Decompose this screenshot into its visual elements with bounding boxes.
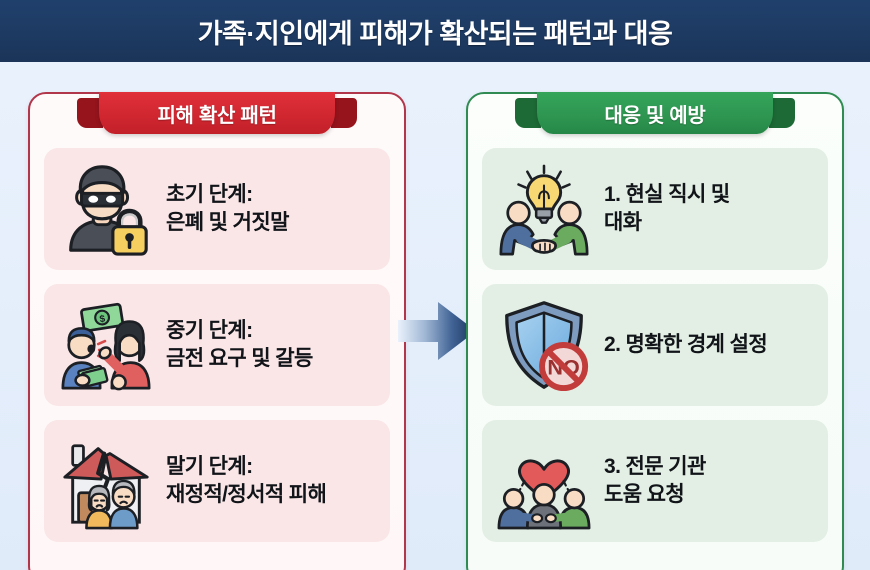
svg-text:$: $ — [99, 314, 107, 326]
left-card-2[interactable]: $ — [44, 284, 390, 406]
ribbon-tail-left — [77, 98, 103, 128]
left-card-1-line1: 초기 단계: — [166, 183, 253, 207]
right-card-2-line1: 2. 명확한 경계 설정 — [604, 333, 768, 357]
right-card-3-line2: 도움 요청 — [604, 483, 685, 506]
right-card-1-text: 1. 현실 직시 및 대화 — [596, 181, 820, 236]
right-panel-ribbon-label: 대응 및 예방 — [604, 104, 706, 127]
ribbon-tail-right — [769, 98, 795, 128]
right-panel-ribbon-header: 대응 및 예방 — [515, 92, 795, 134]
right-card-1[interactable]: 1. 현실 직시 및 대화 — [482, 148, 828, 270]
left-card-2-line1: 중기 단계: — [166, 319, 253, 343]
ribbon-tail-left — [515, 98, 541, 128]
flow-arrow — [398, 298, 478, 364]
right-card-2[interactable]: NO 2. 명확한 경계 설정 — [482, 284, 828, 406]
page-title: 가족·지인에게 피해가 확산되는 패턴과 대응 — [197, 18, 673, 49]
left-card-2-line2: 금전 요구 및 갈등 — [166, 347, 313, 370]
ribbon-body: 피해 확산 패턴 — [99, 92, 335, 134]
left-card-3-line2: 재정적/정서적 피해 — [166, 483, 327, 506]
left-panel-ribbon-label: 피해 확산 패턴 — [157, 104, 277, 127]
title-bar: 가족·지인에게 피해가 확산되는 패턴과 대응 — [0, 0, 870, 62]
group-support-heart-icon — [492, 429, 596, 533]
right-card-3-text: 3. 전문 기관 도움 요청 — [596, 453, 820, 508]
left-card-1-line2: 은폐 및 거짓말 — [166, 211, 289, 234]
handshake-lightbulb-icon — [492, 157, 596, 261]
left-card-3-line1: 말기 단계: — [166, 455, 253, 479]
right-card-1-line2: 대화 — [604, 211, 642, 234]
left-card-list: 초기 단계: 은폐 및 거짓말 $ — [44, 148, 390, 542]
right-card-1-line1: 1. 현실 직시 및 — [604, 183, 730, 207]
right-card-3-line1: 3. 전문 기관 — [604, 455, 706, 479]
thief-lock-icon — [54, 157, 158, 261]
right-panel-response-prevention: 대응 및 예방 — [466, 92, 844, 570]
right-card-list: 1. 현실 직시 및 대화 — [482, 148, 828, 542]
left-card-1[interactable]: 초기 단계: 은폐 및 거짓말 — [44, 148, 390, 270]
left-card-2-text: 중기 단계: 금전 요구 및 갈등 — [158, 317, 382, 372]
ribbon-tail-right — [331, 98, 357, 128]
left-card-3[interactable]: 말기 단계: 재정적/정서적 피해 — [44, 420, 390, 542]
left-card-3-text: 말기 단계: 재정적/정서적 피해 — [158, 453, 382, 508]
ribbon-body: 대응 및 예방 — [537, 92, 773, 134]
left-card-1-text: 초기 단계: 은폐 및 거짓말 — [158, 181, 382, 236]
left-panel-ribbon-header: 피해 확산 패턴 — [77, 92, 357, 134]
left-panel-damage-pattern: 피해 확산 패턴 — [28, 92, 406, 570]
shield-no-sign-icon: NO — [492, 293, 596, 397]
broken-house-family-icon — [54, 429, 158, 533]
money-conflict-icon: $ — [54, 293, 158, 397]
right-card-3[interactable]: 3. 전문 기관 도움 요청 — [482, 420, 828, 542]
right-card-2-text: 2. 명확한 경계 설정 — [596, 331, 820, 359]
